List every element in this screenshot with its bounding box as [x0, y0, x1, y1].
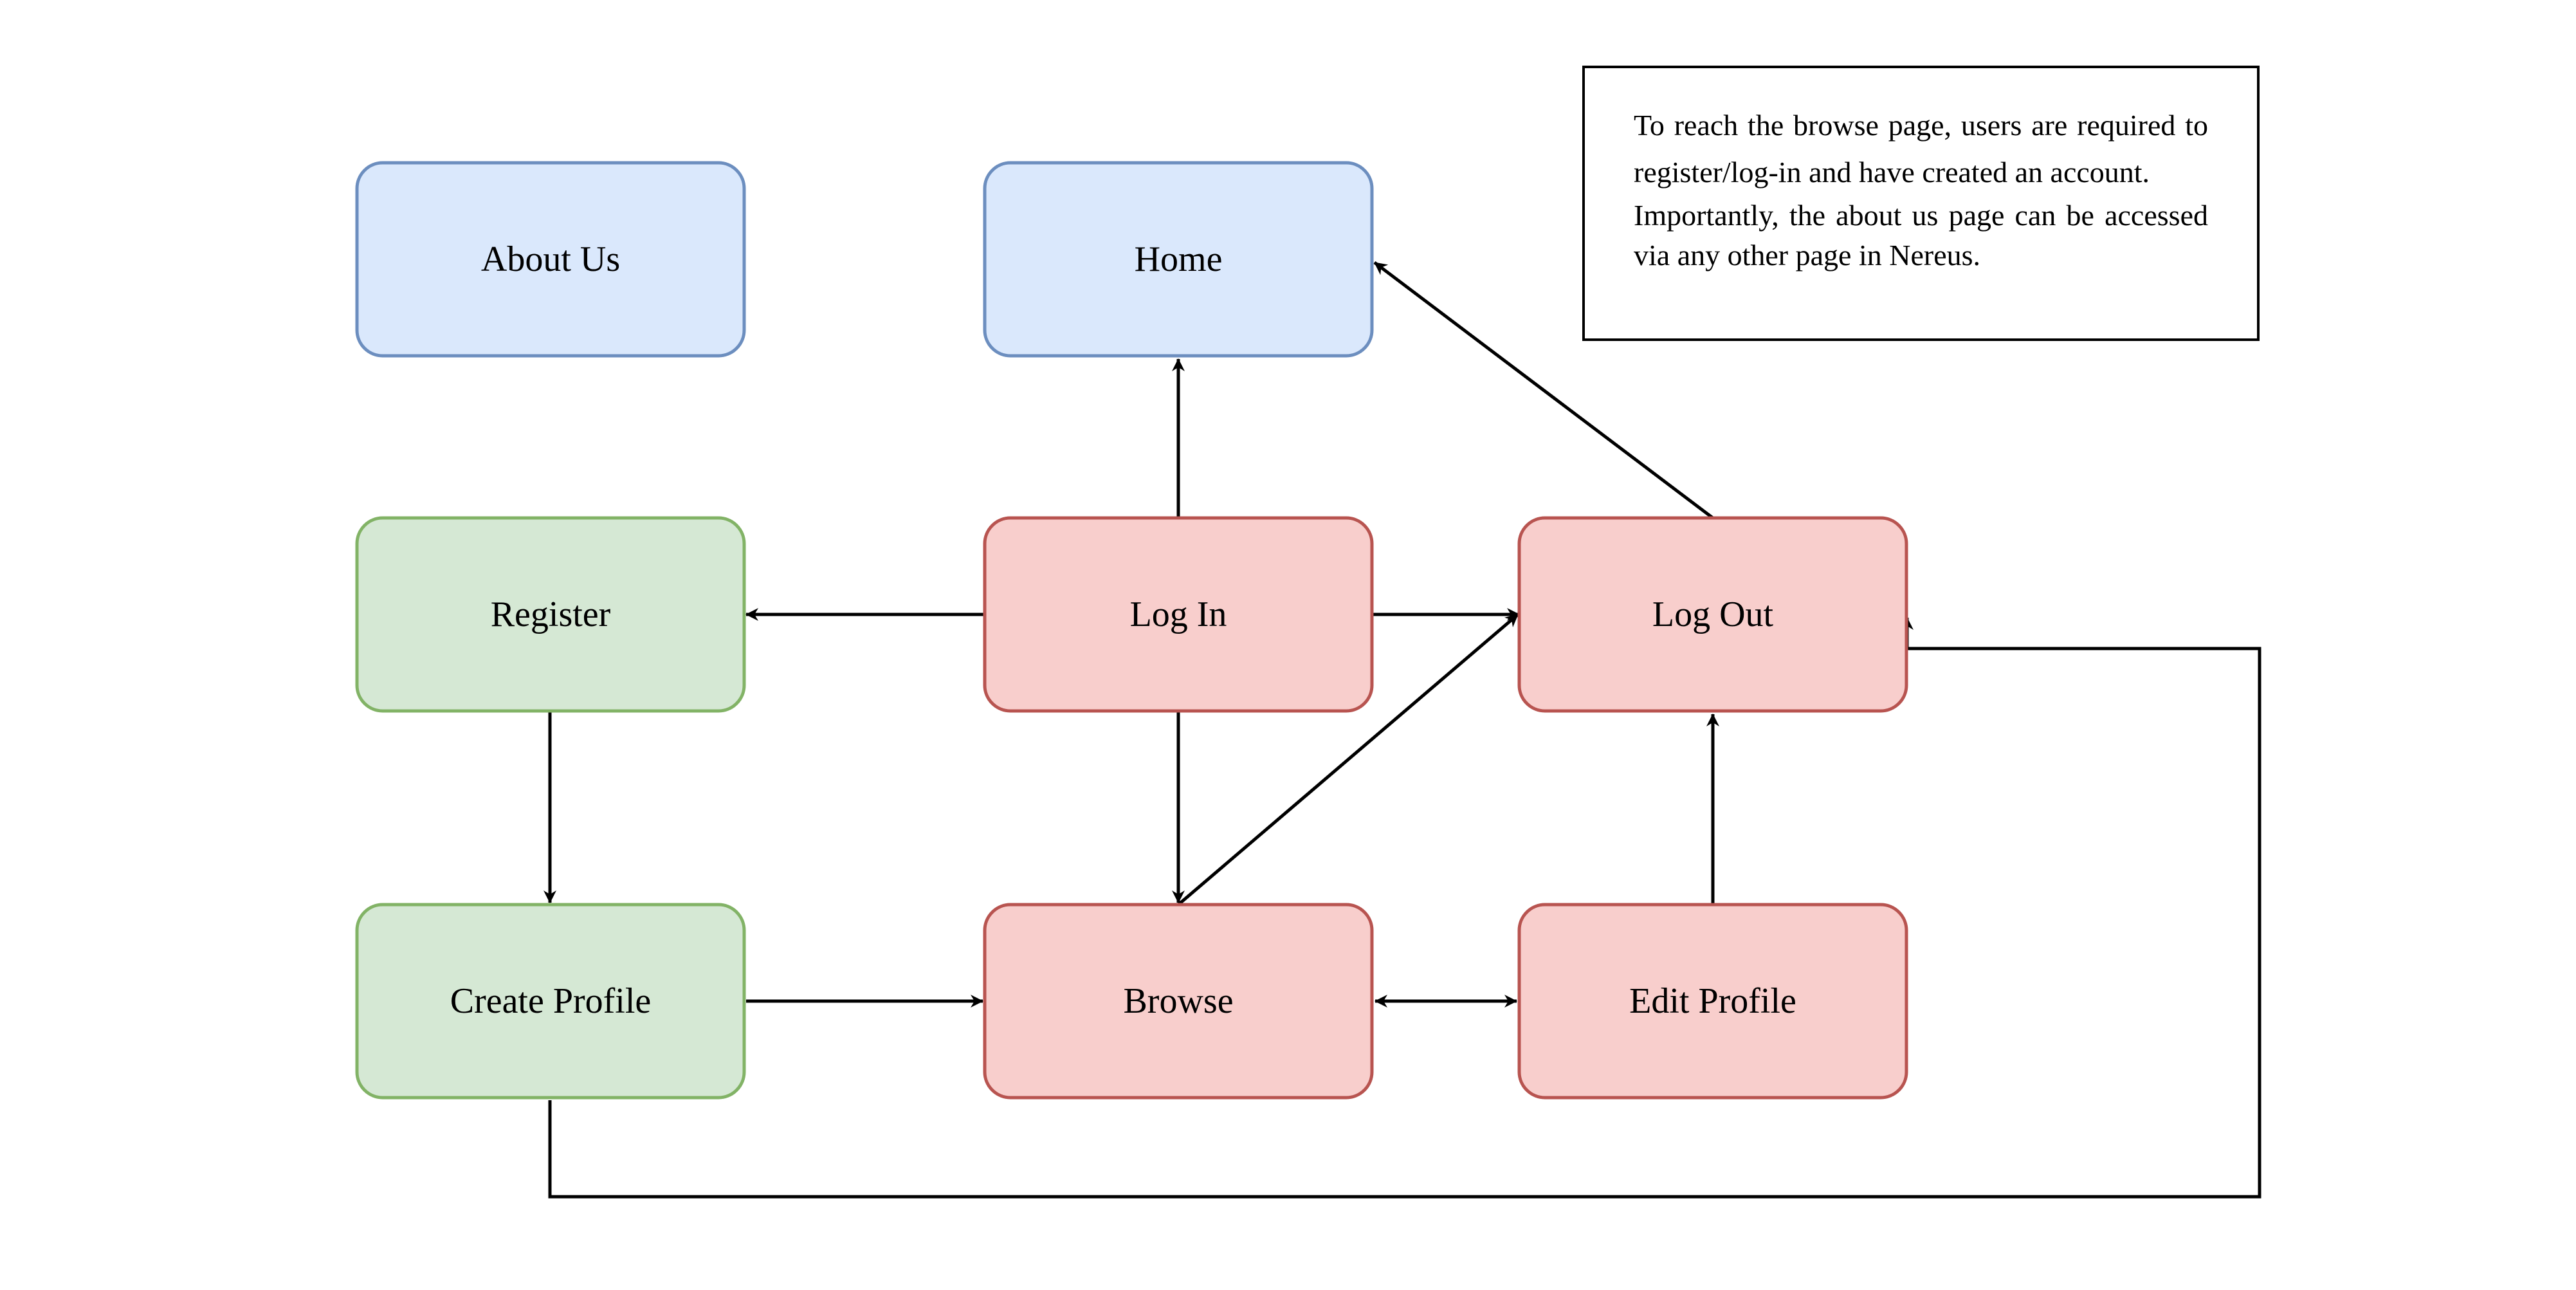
node-log-in-label: Log In — [1130, 594, 1227, 634]
node-register-label: Register — [491, 594, 611, 634]
node-log-out: Log Out — [1517, 516, 1908, 713]
node-edit-profile: Edit Profile — [1517, 903, 1908, 1100]
edge-logout-to-home — [1373, 261, 1714, 519]
edges — [544, 261, 2261, 1199]
node-browse: Browse — [983, 903, 1374, 1100]
node-log-in: Log In — [983, 516, 1374, 713]
node-home-label: Home — [1135, 239, 1223, 279]
node-about-us-label: About Us — [481, 239, 620, 279]
edge-create-profile-to-logout — [548, 617, 2261, 1199]
node-log-out-label: Log Out — [1652, 594, 1774, 634]
info-note-paragraph-2: Importantly, the about us page can be ac… — [1634, 199, 2208, 272]
node-register: Register — [355, 516, 746, 713]
node-create-profile: Create Profile — [355, 903, 746, 1100]
node-create-profile-label: Create Profile — [450, 981, 652, 1021]
node-home: Home — [983, 161, 1374, 358]
node-edit-profile-label: Edit Profile — [1629, 981, 1796, 1021]
info-note: To reach the browse page, users are requ… — [1582, 66, 2260, 341]
edge-browse-to-logout — [1177, 613, 1519, 906]
node-about-us: About Us — [355, 161, 746, 358]
node-browse-label: Browse — [1123, 981, 1233, 1021]
info-note-paragraph-1: To reach the browse page, users are requ… — [1634, 109, 2208, 189]
